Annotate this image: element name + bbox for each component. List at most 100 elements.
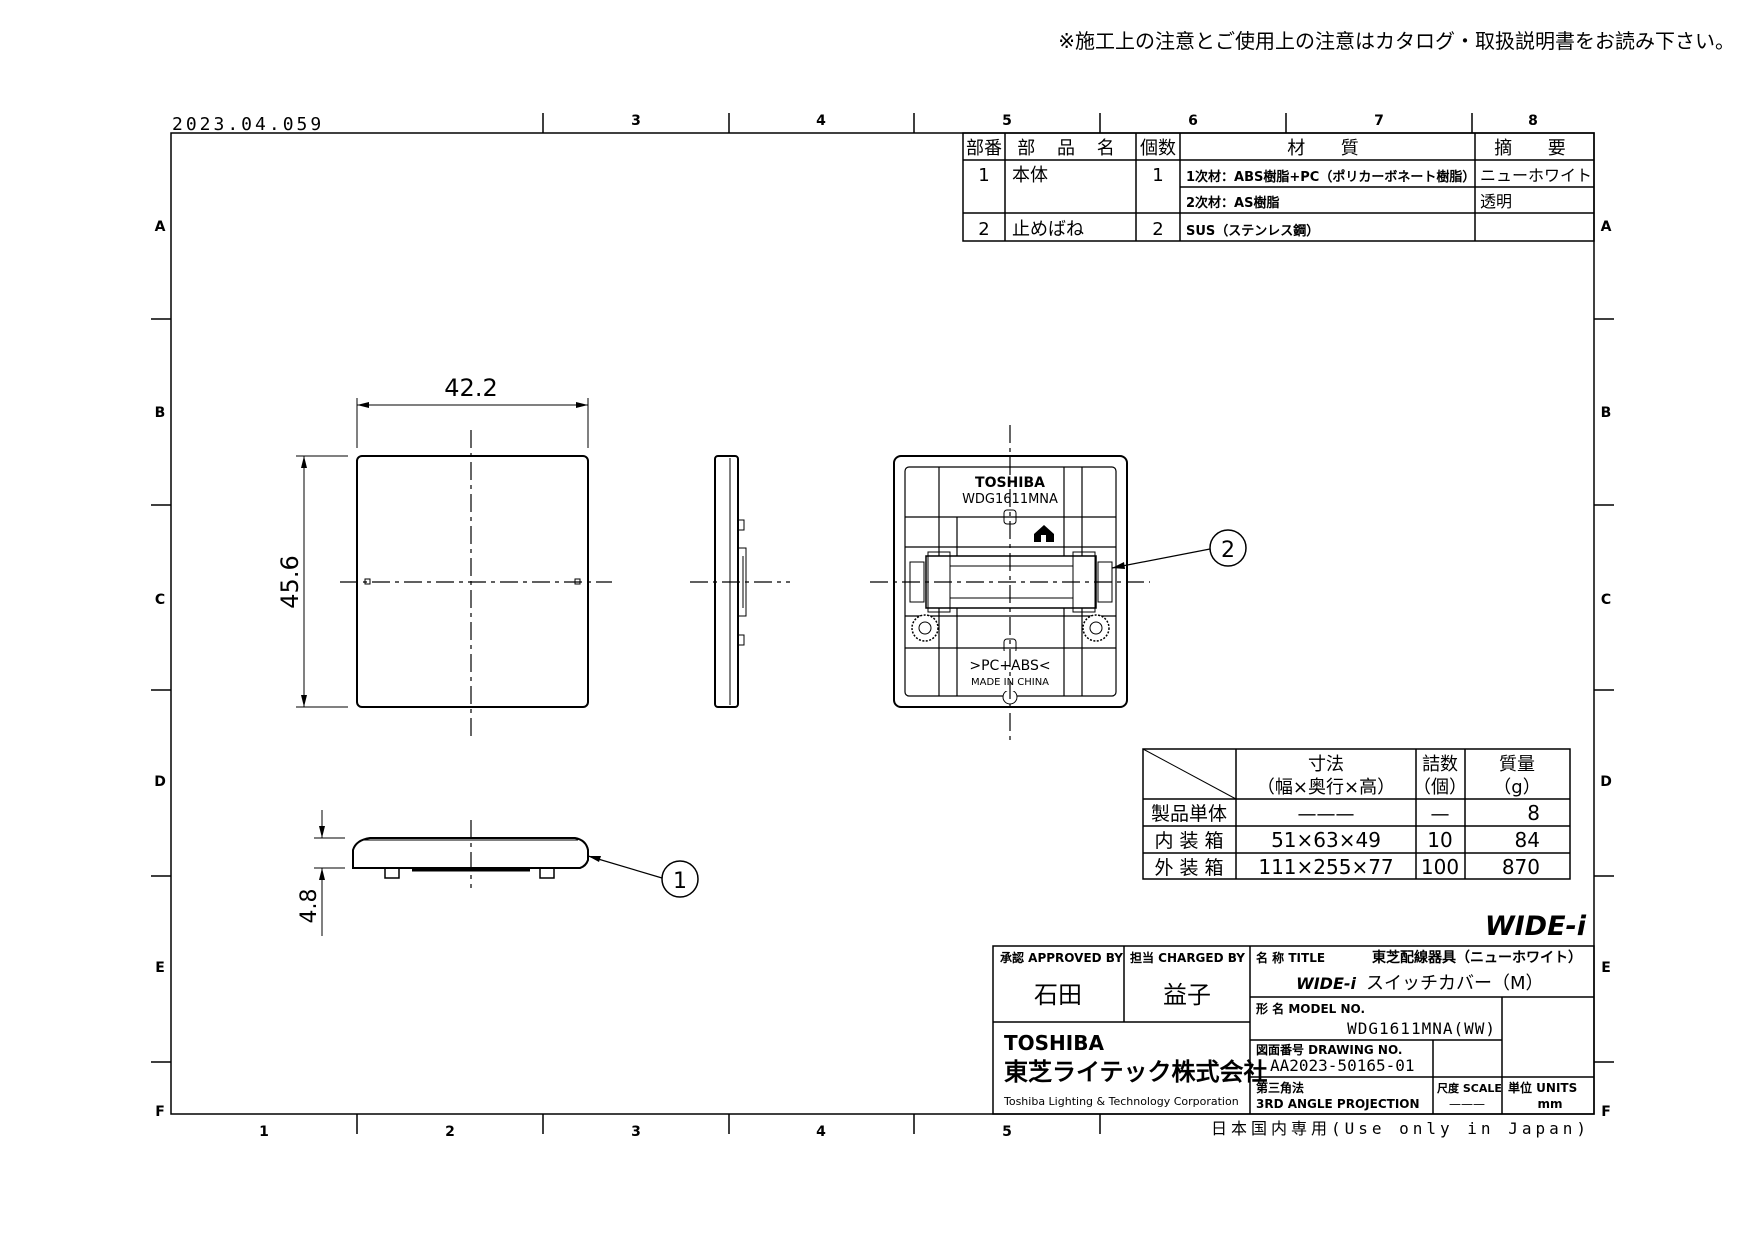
zone-row-a-right: A <box>1601 219 1612 235</box>
spec-row-3-count: 100 <box>1421 855 1459 879</box>
spec-row-1-label: 製品単体 <box>1151 803 1227 825</box>
spec-header-size-2: （幅×奥行×高） <box>1257 777 1395 798</box>
zone-row-c-left: C <box>155 592 165 608</box>
part-2-no: 2 <box>978 219 989 240</box>
zone-col-3: 3 <box>631 113 641 129</box>
zone-col-5: 5 <box>1002 113 1012 129</box>
part-1-material: 1次材：ABS樹脂+PC（ポリカーボネート樹脂） <box>1186 169 1475 185</box>
footer-note: 日本国内専用(Use only in Japan) <box>1211 1119 1590 1138</box>
zone-col-1-bottom: 1 <box>259 1124 269 1140</box>
zone-col-5-bottom: 5 <box>1002 1124 1012 1140</box>
zone-col-8: 8 <box>1528 113 1538 129</box>
company-brand: TOSHIBA <box>1004 1031 1104 1055</box>
spec-header-count-2: （個） <box>1413 777 1467 798</box>
spec-row-3-mass: 870 <box>1502 855 1540 879</box>
part-1-no: 1 <box>978 165 989 186</box>
model-label: 形 名 MODEL NO. <box>1256 1001 1365 1016</box>
title-label: 名 称 TITLE <box>1256 950 1325 965</box>
parts-header-remark: 摘 要 <box>1494 138 1573 159</box>
spec-header-mass-1: 質量 <box>1499 754 1535 775</box>
width-dimension: 42.2 <box>444 374 497 402</box>
part-1-remark-2: 透明 <box>1480 192 1512 211</box>
parts-header-material: 材 質 <box>1287 138 1366 159</box>
title-series: WIDE-i <box>1296 974 1356 993</box>
top-zone-numbers: 3 4 5 6 7 8 <box>631 113 1538 129</box>
spec-header-mass-2: （g） <box>1493 777 1540 798</box>
date-code: 2023.04.059 <box>172 114 324 135</box>
drawing-no-value: AA2023-50165-01 <box>1270 1056 1415 1075</box>
zone-row-f-left: F <box>155 1104 165 1120</box>
approved-label: 承認 APPROVED BY <box>1000 950 1123 965</box>
units-label: 単位 UNITS <box>1508 1080 1577 1095</box>
zone-row-e-left: E <box>155 960 165 976</box>
depth-dimension: 4.8 <box>297 889 322 924</box>
side-view <box>690 455 790 708</box>
bottom-zone-ticks <box>356 1114 1101 1134</box>
profile-view: 4.8 <box>297 810 589 936</box>
company-name: 東芝ライテック株式会社 <box>1004 1058 1268 1086</box>
spec-row-3-label: 外 装 箱 <box>1154 857 1223 879</box>
projection-label: 第三角法 <box>1256 1080 1304 1095</box>
part-1-name: 本体 <box>1012 165 1048 186</box>
spec-header-size-1: 寸法 <box>1308 754 1344 775</box>
company-name-en: Toshiba Lighting & Technology Corporatio… <box>1003 1095 1239 1108</box>
back-view: TOSHIBA WDG1611MNA >PC+ABS< MADE IN CHIN… <box>870 425 1150 740</box>
spec-row-1-mass: 8 <box>1527 801 1540 825</box>
zone-col-4: 4 <box>816 113 826 129</box>
title-block: 承認 APPROVED BY 石田 担当 CHARGED BY 益子 名 称 T… <box>992 945 1595 1115</box>
scale-label: 尺度 SCALE <box>1437 1081 1502 1095</box>
drawing-frame <box>170 132 1595 1115</box>
spec-row-2-count: 10 <box>1427 828 1452 852</box>
title-line-2: スイッチカバー（M） <box>1366 973 1544 994</box>
zone-row-d-left: D <box>154 774 166 790</box>
spec-row-1-count: — <box>1431 803 1450 825</box>
callout-1-label: 1 <box>673 869 687 894</box>
series-logo: WIDE-i <box>1485 911 1587 942</box>
spec-row-2-mass: 84 <box>1515 828 1540 852</box>
callout-2: 2 <box>1111 529 1247 569</box>
spec-row-2-size: 51×63×49 <box>1271 828 1381 852</box>
zone-col-6: 6 <box>1188 113 1198 129</box>
side-zone-ticks <box>151 318 1614 1063</box>
zone-row-f-right: F <box>1601 1104 1611 1120</box>
zone-col-2-bottom: 2 <box>445 1124 455 1140</box>
zone-row-c-right: C <box>1601 592 1611 608</box>
spec-table: 寸法 （幅×奥行×高） 詰数 （個） 質量 （g） 製品単体 ——— — 8 内… <box>1142 748 1571 880</box>
part-1-material-2: 2次材：AS樹脂 <box>1186 195 1279 211</box>
spec-row-1-size: ——— <box>1298 803 1355 825</box>
charged-name: 益子 <box>1163 981 1211 1009</box>
units-value: mm <box>1537 1097 1562 1111</box>
spec-row-3-size: 111×255×77 <box>1258 855 1393 879</box>
zone-col-7: 7 <box>1374 113 1384 129</box>
zone-row-b-left: B <box>155 405 166 421</box>
part-2-name: 止めばね <box>1012 219 1084 240</box>
parts-table: 部番 部 品 名 個数 材 質 摘 要 1 本体 1 1次材：ABS樹脂+PC（… <box>962 132 1595 242</box>
spec-row-2-label: 内 装 箱 <box>1154 830 1223 852</box>
part-2-material: SUS（ステンレス鋼） <box>1186 223 1319 239</box>
parts-header-qty: 個数 <box>1140 138 1176 159</box>
zone-col-3-bottom: 3 <box>631 1124 641 1140</box>
zone-row-e-right: E <box>1601 960 1611 976</box>
height-dimension: 45.6 <box>276 555 304 608</box>
charged-label: 担当 CHARGED BY <box>1130 950 1245 965</box>
approved-name: 石田 <box>1034 981 1082 1009</box>
callout-2-label: 2 <box>1221 538 1235 563</box>
zone-col-4-bottom: 4 <box>816 1124 826 1140</box>
scale-value: ——— <box>1449 1097 1485 1111</box>
callout-1: 1 <box>587 855 699 898</box>
drawing-no-label: 図面番号 DRAWING NO. <box>1256 1042 1402 1057</box>
parts-header-name: 部 品 名 <box>1017 138 1122 159</box>
zone-row-b-right: B <box>1601 405 1612 421</box>
top-zone-ticks <box>542 113 1473 133</box>
zone-row-d-right: D <box>1600 774 1612 790</box>
part-1-qty: 1 <box>1152 165 1163 186</box>
part-2-qty: 2 <box>1152 219 1163 240</box>
title-line-1: 東芝配線器具（ニューホワイト） <box>1372 949 1582 966</box>
front-view: 42.2 45.6 <box>276 374 612 740</box>
parts-header-no: 部番 <box>966 138 1002 159</box>
bottom-zone-numbers: 1 2 3 4 5 <box>259 1124 1012 1140</box>
notice-text: ※施工上の注意とご使用上の注意はカタログ・取扱説明書をお読み下さい。 <box>1058 29 1735 53</box>
projection-value: 3RD ANGLE PROJECTION <box>1256 1097 1420 1111</box>
side-zone-letters: A A B B C C D D E E F F <box>154 219 1612 1120</box>
